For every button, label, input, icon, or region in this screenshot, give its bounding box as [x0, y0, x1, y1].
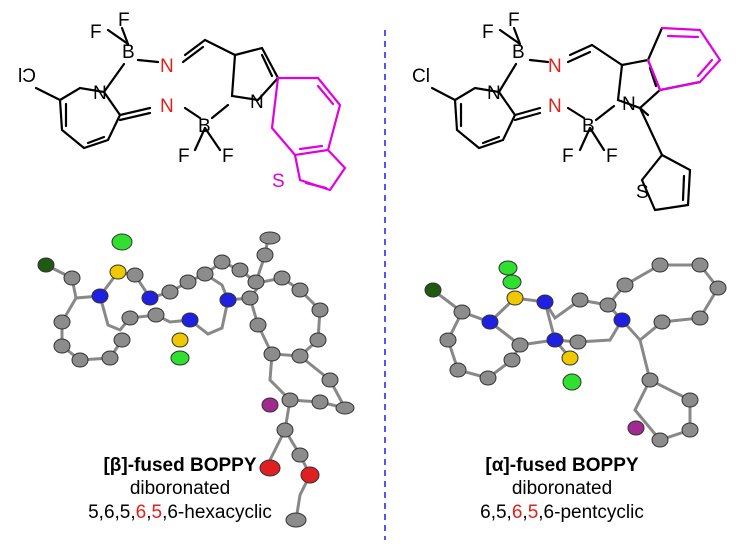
right-f3-label: F [562, 146, 574, 167]
right-caption-line1: diboronated [511, 478, 613, 499]
left-n2-label: N [160, 56, 174, 77]
left-caption-line2-part: 5 [151, 502, 163, 523]
left-caption-line2-part: 6 [135, 502, 147, 523]
right-caption: [α]-fused BOPPY diboronated 6,5,6,5,6-pe… [392, 455, 732, 525]
left-crystal-structure [37, 231, 355, 528]
right-f1-label: F [508, 10, 520, 31]
right-structure-labels: Cl F F B N N N B N F F S [412, 10, 649, 203]
left-caption-line2: 5,6,5,6,5,6-hexacyclic [10, 501, 350, 525]
left-caption-line2-part: ,6-hexacyclic [162, 502, 272, 523]
left-caption-title: [β]-fused BOPPY [103, 455, 257, 476]
right-b1-label: B [512, 42, 525, 63]
left-b2-label: B [198, 116, 211, 137]
left-caption-line2-part: 5,6,5, [88, 502, 136, 523]
right-s-label: S [636, 182, 649, 203]
left-cl-label: Cl [18, 66, 36, 87]
left-f2-label: F [90, 22, 102, 43]
right-chemical-structure [430, 26, 702, 212]
left-n4-label: N [250, 92, 264, 113]
right-caption-line2-part: 6 [511, 502, 523, 523]
right-n2-label: N [548, 56, 562, 77]
left-caption-line2-part: , [146, 502, 152, 523]
right-crystal-structure [424, 257, 727, 448]
left-chemical-structure [34, 26, 280, 152]
left-f3-label: F [178, 146, 190, 167]
left-b1-label: B [122, 42, 135, 63]
left-n3-label: N [160, 96, 174, 117]
right-n4-label: N [622, 94, 636, 115]
right-caption-title: [α]-fused BOPPY [485, 455, 639, 476]
right-b2-label: B [582, 116, 595, 137]
right-n1-label: N [487, 83, 501, 104]
right-fused-benzo [646, 26, 722, 92]
right-caption-line2-part: 6,5, [480, 502, 512, 523]
left-f4-label: F [222, 146, 234, 167]
right-f4-label: F [606, 146, 618, 167]
right-caption-line2-part: 5 [527, 502, 539, 523]
left-caption-line1: diboronated [129, 478, 231, 499]
left-caption: [β]-fused BOPPY diboronated 5,6,5,6,5,6-… [10, 455, 350, 525]
right-f2-label: F [482, 22, 494, 43]
left-f1-label: F [118, 10, 130, 31]
left-n1-label: N [93, 83, 107, 104]
right-caption-line2-part: , [522, 502, 528, 523]
right-caption-line2: 6,5,6,5,6-pentcyclic [392, 501, 732, 525]
right-n3-label: N [548, 96, 562, 117]
right-caption-line2-part: ,6-pentcyclic [538, 502, 644, 523]
left-fused-thiophene [270, 76, 347, 192]
right-cl-label: Cl [412, 66, 430, 87]
left-s-label: S [272, 171, 285, 192]
left-structure-labels: Cl F F B N N N B N F F S [18, 10, 285, 192]
